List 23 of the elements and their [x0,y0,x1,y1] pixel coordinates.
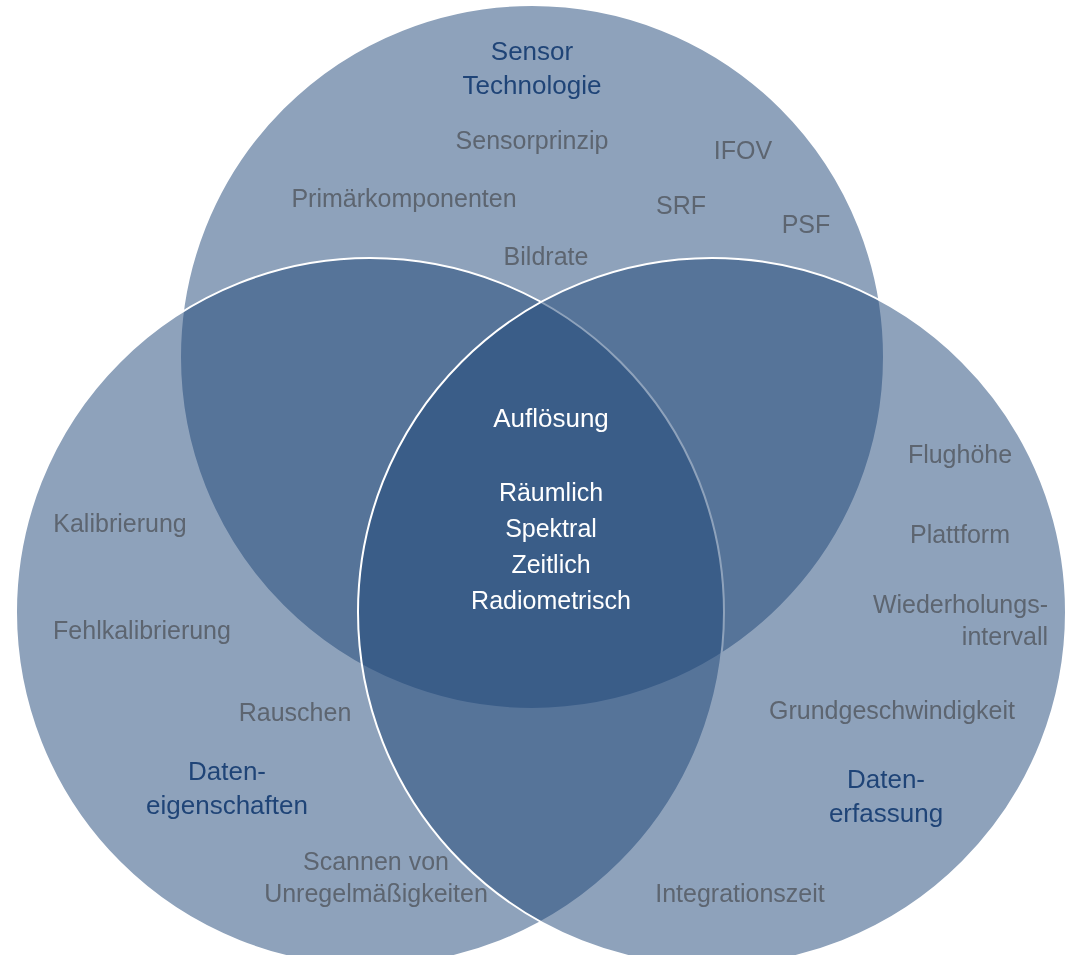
center-heading: Auflösung [493,402,609,435]
circle-item: SRF [656,190,706,221]
circle-item: Kalibrierung [53,508,187,539]
circle-item: Rauschen [238,697,352,728]
circle-item: Wiederholungs- intervall [871,589,1048,652]
center-item: Radiometrisch [471,585,631,616]
circle-item: PSF [781,209,831,240]
center-item: Zeitlich [511,549,591,580]
circle-heading: Daten- erfassung [827,763,945,830]
circle-item: Scannen von Unregelmäßigkeiten [263,846,489,909]
center-item: Spektral [505,513,597,544]
circle-item: Fehlkalibrierung [53,615,231,646]
circle-item: Plattform [910,519,1010,550]
circle-heading: Daten- eigenschaften [145,755,309,822]
circle-item: Integrationszeit [655,878,825,909]
circle-item: IFOV [713,135,773,166]
center-item: Räumlich [498,477,604,508]
circle-item: Primärkomponenten [291,183,517,214]
circle-heading: Sensor Technologie [461,35,603,102]
circle-item: Bildrate [503,241,589,272]
circle-item: Sensorprinzip [455,125,609,156]
circle-item: Grundgeschwindigkeit [769,695,1015,726]
circle-item: Flughöhe [907,439,1013,470]
